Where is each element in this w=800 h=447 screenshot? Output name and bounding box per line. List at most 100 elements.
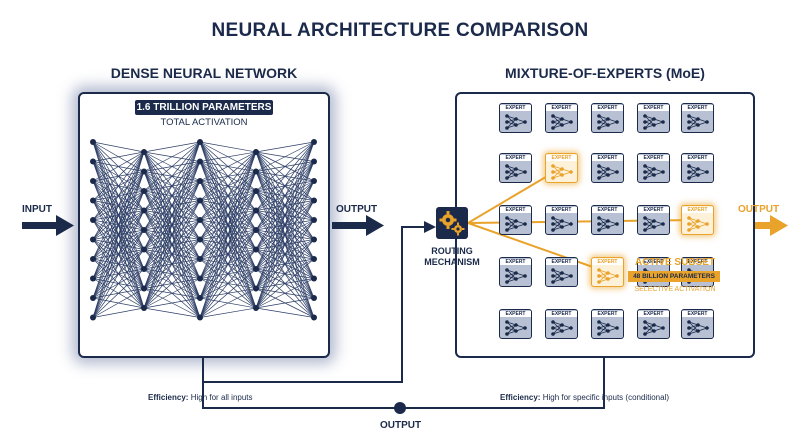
dense-connection — [143, 297, 201, 309]
expert-card: EXPERT — [545, 205, 578, 235]
selective-activation-label: SELECTIVE ACTIVATION — [634, 286, 716, 293]
dense-connection — [255, 141, 315, 153]
expert-label: EXPERT — [546, 311, 577, 317]
expert-label: EXPERT — [682, 105, 713, 111]
mini-network-icon — [551, 320, 573, 336]
moe-efficiency-key: Efficiency: — [500, 393, 541, 402]
mini-network-icon — [687, 114, 709, 130]
routing-line — [467, 222, 608, 273]
dense-connection — [255, 161, 315, 309]
expert-label: EXPERT — [500, 207, 531, 213]
dense-connection — [92, 151, 145, 240]
dense-connection — [255, 278, 315, 309]
dense-connection — [255, 307, 315, 318]
dense-efficiency: Efficiency: High for all inputs — [148, 393, 253, 402]
expert-label: EXPERT — [592, 105, 623, 111]
moe-heading: MIXTURE-OF-EXPERTS (MoE) — [505, 65, 705, 81]
mini-network-icon — [687, 216, 709, 232]
expert-card: EXPERT — [545, 257, 578, 287]
expert-card-active: EXPERT — [545, 153, 578, 183]
expert-label: EXPERT — [682, 207, 713, 213]
dense-connection — [92, 190, 145, 318]
dense-connection — [92, 229, 145, 318]
mini-network-icon — [687, 320, 709, 336]
dense-connection — [255, 297, 315, 309]
dense-connection — [92, 268, 145, 318]
dense-neuron — [141, 227, 147, 233]
dense-neuron — [141, 305, 147, 311]
dense-connection — [255, 239, 315, 309]
expert-card: EXPERT — [545, 103, 578, 133]
dense-connection — [255, 141, 315, 309]
dense-connection — [255, 141, 315, 192]
dense-connection — [143, 141, 201, 289]
dense-connection — [143, 141, 201, 211]
dense-neuron — [197, 295, 203, 301]
dense-neuron — [311, 236, 317, 243]
expert-label: EXPERT — [500, 311, 531, 317]
dense-connection — [199, 307, 257, 318]
expert-card: EXPERT — [545, 309, 578, 339]
expert-card: EXPERT — [637, 205, 670, 235]
dense-neuron — [311, 314, 317, 321]
dense-connection — [199, 151, 257, 299]
moe-efficiency: Efficiency: High for specific inputs (co… — [500, 393, 669, 402]
expert-card-active: EXPERT — [681, 205, 714, 235]
dense-connection — [143, 307, 201, 318]
dense-neuron — [197, 178, 203, 184]
dense-neuron — [90, 295, 96, 301]
dense-connection — [92, 151, 145, 260]
dense-connection — [92, 151, 145, 279]
expert-card: EXPERT — [591, 309, 624, 339]
dense-neuron — [311, 275, 317, 282]
dense-network-graph — [90, 139, 317, 321]
dense-connection — [143, 239, 201, 309]
mini-network-icon — [551, 216, 573, 232]
dense-neuron — [253, 227, 259, 233]
dense-connection — [255, 141, 315, 231]
expert-label: EXPERT — [638, 155, 669, 161]
expert-card: EXPERT — [499, 257, 532, 287]
expert-label: EXPERT — [546, 155, 577, 161]
expert-card: EXPERT — [499, 103, 532, 133]
dense-connection — [199, 190, 257, 318]
dense-connection — [255, 200, 315, 309]
dense-neuron — [311, 197, 317, 204]
dense-connection — [92, 141, 145, 153]
expert-label: EXPERT — [546, 105, 577, 111]
dense-neuron — [311, 158, 317, 165]
dense-connection — [255, 141, 315, 270]
mini-network-icon — [643, 164, 665, 180]
dense-neuron — [141, 168, 147, 175]
expert-label: EXPERT — [638, 105, 669, 111]
expert-label: EXPERT — [500, 105, 531, 111]
dense-connection — [92, 171, 145, 318]
dense-neuron — [197, 158, 203, 165]
expert-card: EXPERT — [499, 205, 532, 235]
dense-connection — [255, 219, 315, 309]
expert-label: EXPERT — [546, 207, 577, 213]
expert-card: EXPERT — [681, 153, 714, 183]
dense-neuron — [90, 314, 96, 321]
dense-neuron — [253, 207, 259, 214]
input-label: INPUT — [22, 204, 52, 215]
dense-connection — [199, 249, 257, 318]
expert-label: EXPERT — [682, 311, 713, 317]
mini-network-icon — [597, 164, 619, 180]
mini-network-icon — [597, 114, 619, 130]
expert-label: EXPERT — [638, 311, 669, 317]
mini-network-icon — [551, 164, 573, 180]
dense-connection — [199, 171, 257, 318]
dense-neuron — [141, 246, 147, 253]
dense-neuron — [90, 236, 96, 243]
dense-connection — [255, 141, 315, 250]
expert-card: EXPERT — [681, 103, 714, 133]
dense-neuron — [253, 149, 259, 155]
mini-network-icon — [643, 320, 665, 336]
dense-neuron — [253, 305, 259, 311]
dense-neuron — [141, 188, 147, 194]
dense-neuron — [311, 295, 317, 301]
